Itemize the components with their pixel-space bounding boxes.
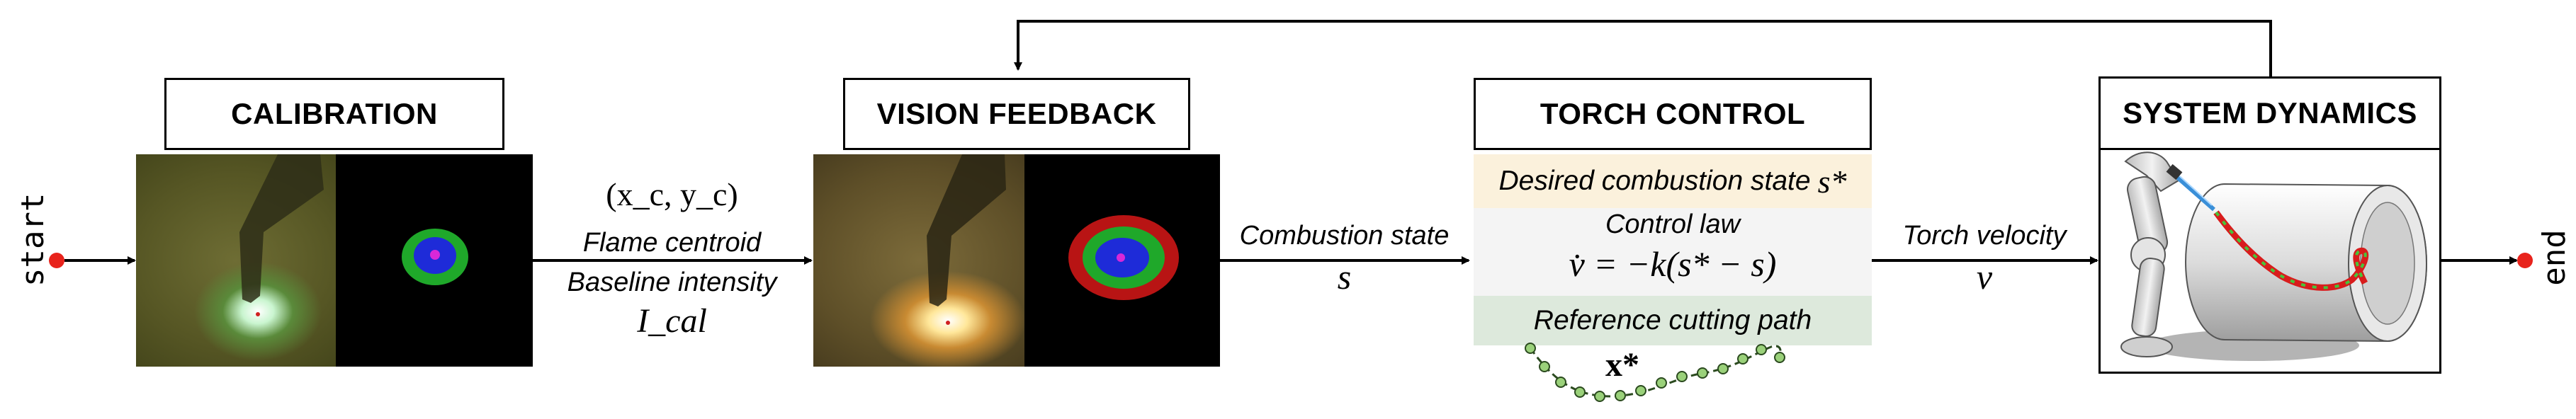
vision-raw-image xyxy=(813,154,1024,367)
calibration-raw-image xyxy=(136,154,336,367)
torch-control-law-label: Control law xyxy=(1605,210,1741,239)
end-dot xyxy=(2517,253,2533,268)
torch-header: TORCH CONTROL xyxy=(1474,78,1872,150)
calibration-header: CALIBRATION xyxy=(164,78,504,150)
feedback-loop-line xyxy=(1014,20,2272,76)
vision-header: VISION FEEDBACK xyxy=(843,78,1190,150)
torch-reference-label: Reference cutting path xyxy=(1533,305,1812,335)
torch-desired-math: s* xyxy=(1817,163,1847,200)
calibration-centroid-label: Flame centroid xyxy=(582,228,762,258)
vision-segmented-image xyxy=(1024,154,1220,367)
vision-combustion-label: Combustion state xyxy=(1239,221,1450,251)
torch-velocity-label: Torch velocity xyxy=(1902,221,2067,251)
dynamics-title: SYSTEM DYNAMICS xyxy=(2123,96,2417,130)
torch-desired-band: Desired combustion state s* xyxy=(1474,154,1872,208)
dynamics-header: SYSTEM DYNAMICS xyxy=(2098,76,2441,150)
torch-reference-band: Reference cutting path xyxy=(1474,296,1872,345)
torch-reference-math: x* xyxy=(1605,346,1639,384)
torch-control-law-math: v̇ = −k(s* − s) xyxy=(1569,244,1777,284)
start-dot xyxy=(49,253,64,268)
calibration-segmented-image xyxy=(336,154,533,367)
torch-title: TORCH CONTROL xyxy=(1540,97,1806,130)
calibration-centroid-math: (x_c, y_c) xyxy=(606,176,738,212)
torch-desired-label: Desired combustion state xyxy=(1498,166,1811,196)
calibration-intensity-math: I_cal xyxy=(637,302,707,340)
torch-control-band: Control law v̇ = −k(s* − s) xyxy=(1474,208,1872,296)
vision-title: VISION FEEDBACK xyxy=(876,97,1157,130)
calibration-title: CALIBRATION xyxy=(231,97,438,130)
calibration-intensity-label: Baseline intensity xyxy=(567,268,777,297)
torch-velocity-math: v xyxy=(1976,257,1993,297)
vision-combustion-math: s xyxy=(1337,257,1352,297)
